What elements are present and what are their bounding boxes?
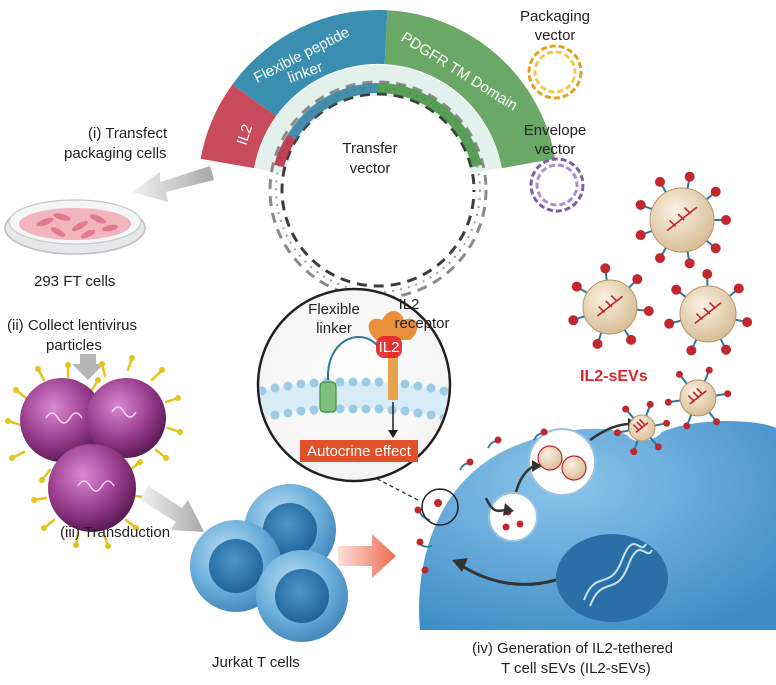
linker-segment	[232, 9, 388, 116]
autocrine-effect-label: Autocrine effect	[307, 443, 412, 460]
sev-particle	[664, 366, 732, 430]
flexible-linker-label-1: Flexible	[308, 301, 360, 318]
il2-receptor-label-2: receptor	[394, 315, 449, 332]
transfer-vector-label-2: vector	[350, 160, 391, 177]
autocrine-effect-box	[300, 440, 418, 462]
cells-293-label: 293 FT cells	[34, 273, 115, 290]
jurkat-t-cells	[190, 484, 348, 642]
transfer-vector-plasmid: IL2 Flexible peptide linker PDGFR TM Dom…	[200, 9, 556, 300]
sev-particle	[613, 400, 671, 456]
arrow-to-jurkat	[140, 486, 204, 532]
sev-particle	[568, 263, 654, 349]
flexible-linker-label-2: linker	[316, 320, 352, 337]
membrane-inset: IL2 Autocrine effect	[256, 287, 452, 483]
il2-tag: IL2	[379, 339, 400, 356]
step1-label-1: (i) Transfect	[88, 125, 168, 142]
petri-dish	[4, 199, 146, 255]
step4-label-2: T cell sEVs (IL2-sEVs)	[501, 660, 651, 677]
lentivirus-particles	[5, 355, 183, 549]
inner-band	[254, 65, 502, 173]
il2-segment	[200, 84, 277, 169]
sev-particle	[664, 269, 753, 356]
packaging-vector: Packaging vector	[520, 8, 590, 100]
svg-text:Packaging: Packaging	[520, 8, 590, 25]
envelope-vector: Envelope vector	[524, 122, 587, 213]
svg-text:Envelope: Envelope	[524, 122, 587, 139]
pdgfr-segment	[384, 10, 556, 169]
jurkat-label: Jurkat T cells	[212, 654, 300, 671]
svg-text:vector: vector	[535, 141, 576, 158]
arrow-to-dish	[132, 166, 214, 202]
engineered-t-cell	[414, 418, 776, 630]
il2-segment-label: IL2	[234, 122, 257, 147]
svg-text:vector: vector	[535, 27, 576, 44]
il2-receptor-label-1: IL2	[399, 296, 420, 313]
il2-sevs	[568, 171, 753, 456]
step2-label-1: (ii) Collect lentivirus	[7, 317, 137, 334]
step2-label-2: particles	[46, 337, 102, 354]
sev-particle	[635, 171, 731, 269]
transfer-vector-label-1: Transfer	[342, 140, 397, 157]
step1-label-2: packaging cells	[64, 145, 167, 162]
il2-sevs-label: IL2-sEVs	[580, 368, 648, 385]
arrow-to-big-cell	[338, 534, 396, 578]
arrow-to-virus	[72, 354, 104, 380]
step4-label-1: (iv) Generation of IL2-tethered	[472, 640, 673, 657]
step3-label: (iii) Transduction	[60, 524, 170, 541]
